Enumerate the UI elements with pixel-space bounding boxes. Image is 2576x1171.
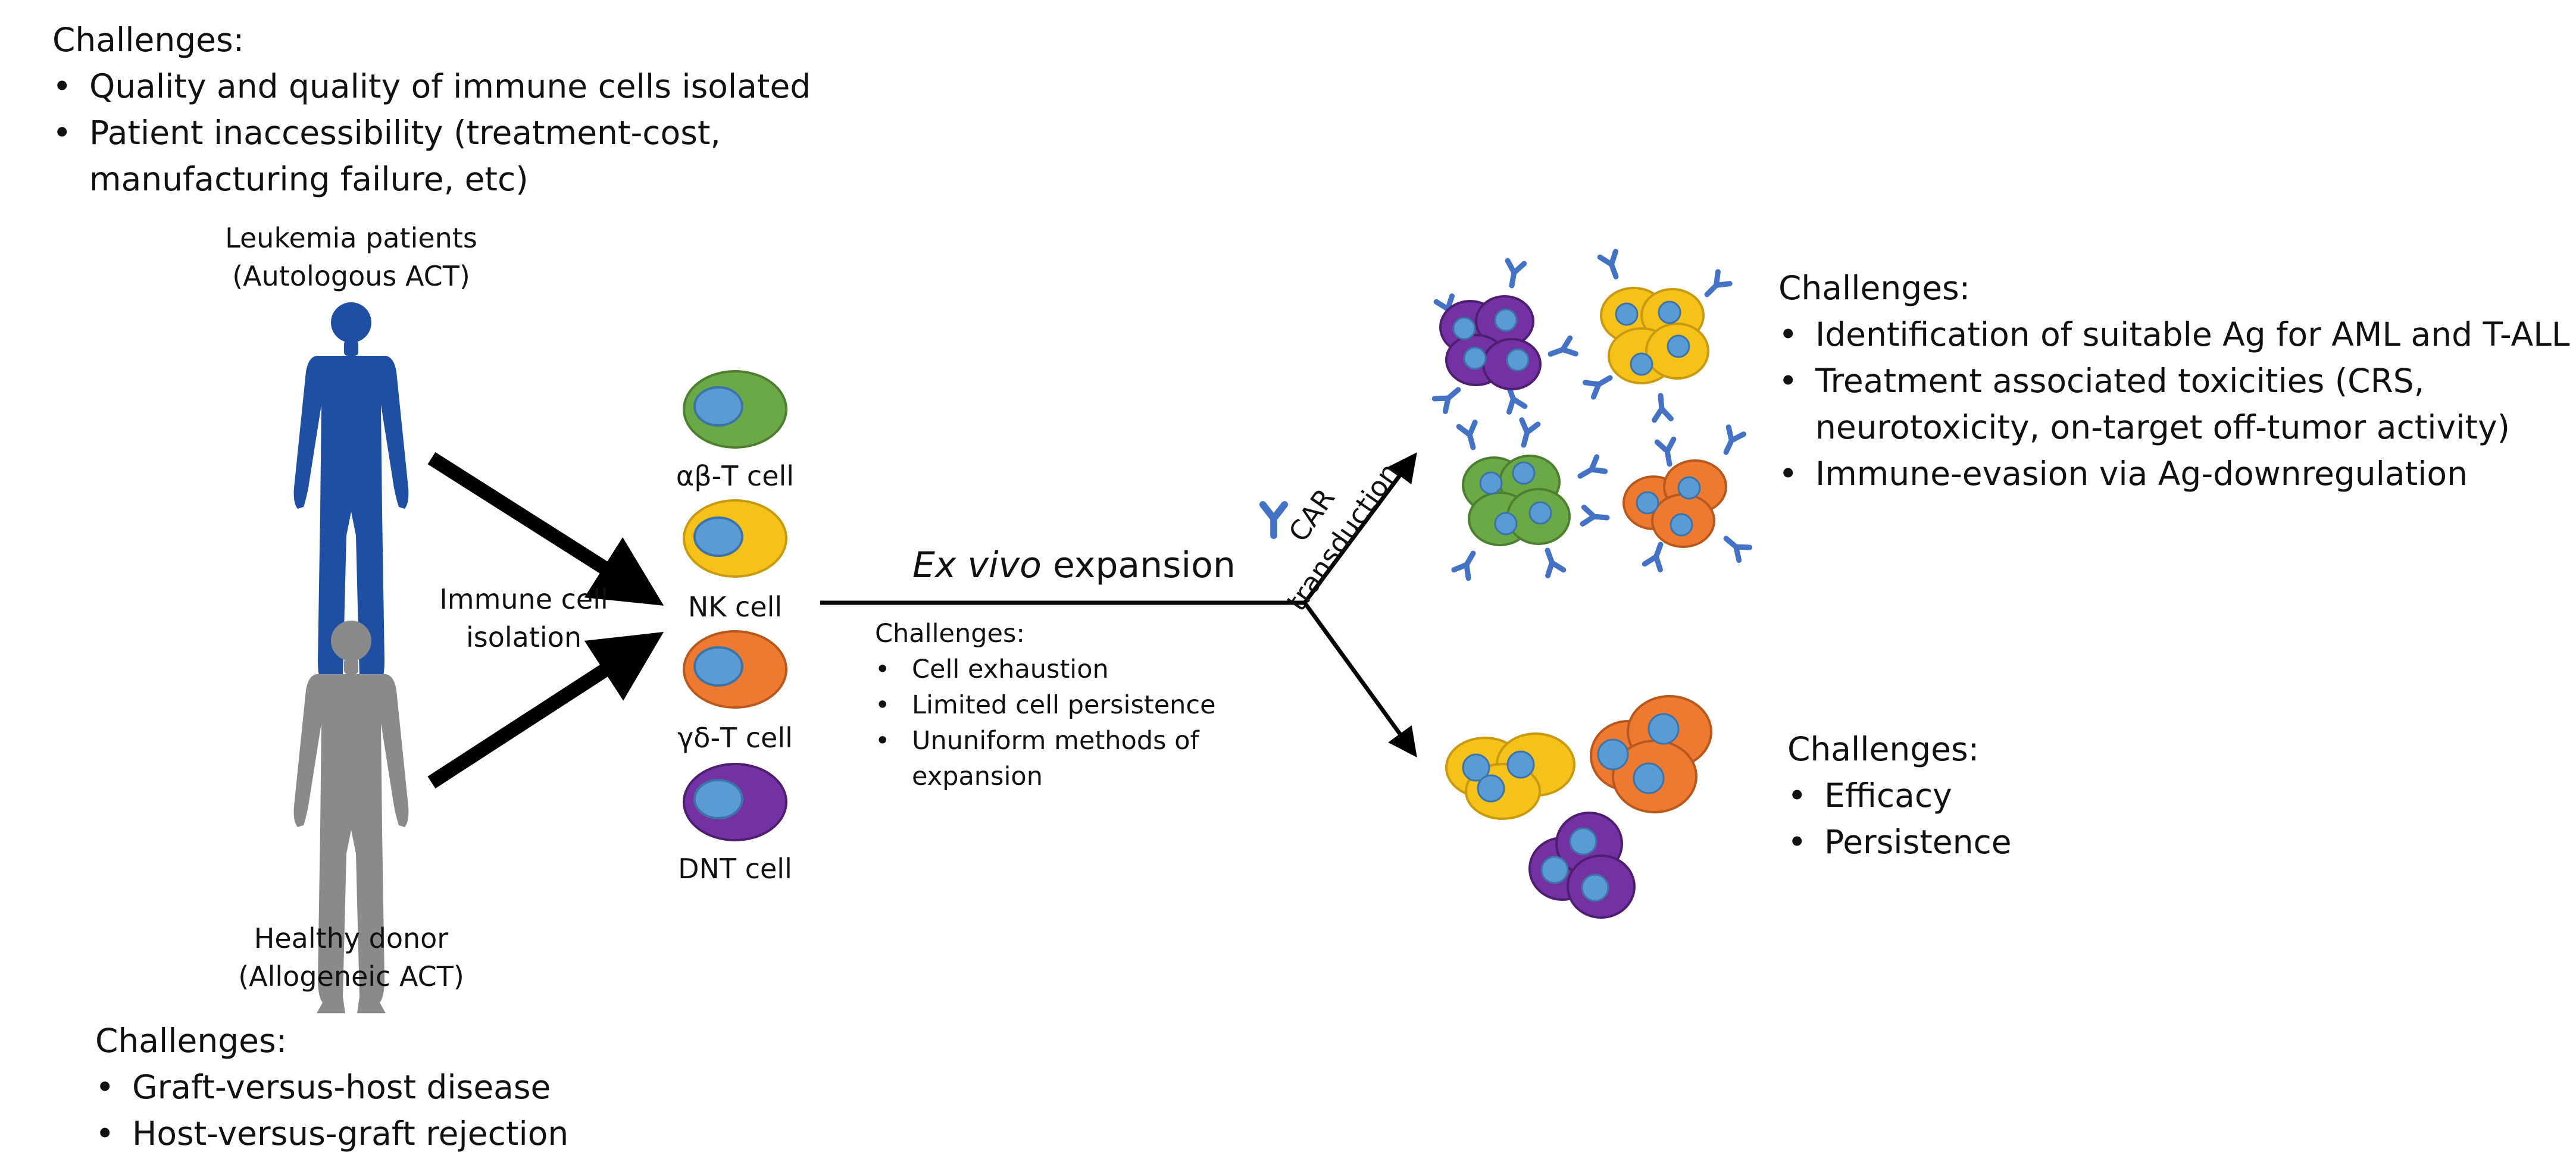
- bottom-right-challenges-heading: Challenges:: [1787, 730, 1980, 768]
- cell-label-gd-t: γδ-T cell: [677, 722, 793, 754]
- cell-label-ab-t: αβ-T cell: [676, 460, 795, 492]
- expansion-label: Ex vivo expansion: [912, 544, 1236, 586]
- non-car-branch-arrow: [1303, 601, 1417, 757]
- top-left-challenge-item: Patient inaccessibility (treatment-cost,: [52, 109, 811, 156]
- top-left-challenge-continuation: manufacturing failure, etc): [89, 160, 529, 198]
- bottom-right-challenge-item: Persistence: [1787, 819, 2012, 865]
- top-right-challenges-heading: Challenges:: [1778, 269, 1971, 307]
- ab-t-cell-icon: [683, 370, 787, 449]
- car-cluster-gd-t: [1583, 427, 1750, 570]
- top-right-challenge-item: Treatment associated toxicities (CRS,: [1778, 358, 2570, 404]
- bottom-right-challenges-list: Efficacy Persistence: [1787, 772, 2012, 865]
- gd-t-cell-icon: [683, 630, 787, 709]
- cluster-nk: [1445, 732, 1575, 820]
- car-cluster-nk: [1585, 252, 1730, 420]
- top-right-challenges-list: Identification of suitable Ag for AML an…: [1778, 311, 2570, 497]
- car-branch-arrow: [1303, 452, 1417, 605]
- bottom-left-challenges-list: Graft-versus-host disease Host-versus-gr…: [95, 1064, 568, 1157]
- patient-to-cells-arrow: [427, 452, 664, 606]
- donor-to-cells-arrow: [427, 631, 664, 789]
- cluster-gd-t: [1590, 695, 1712, 813]
- expansion-challenges-list: Cell exhaustion Limited cell persistence…: [875, 652, 1216, 794]
- top-right-challenge-continuation: neurotoxicity, on-target off-tumor activ…: [1815, 408, 2510, 446]
- cluster-dnt: [1528, 812, 1636, 919]
- expansion-challenge-item: Cell exhaustion: [875, 652, 1216, 687]
- bottom-left-challenge-item: Graft-versus-host disease: [95, 1064, 568, 1110]
- bottom-left-challenges-heading: Challenges:: [95, 1022, 287, 1060]
- expansion-challenge-item: Limited cell persistence: [875, 687, 1216, 723]
- donor-label: Healthy donor (Allogeneic ACT): [238, 922, 464, 992]
- expansion-challenge-item: Ununiform methods of: [875, 723, 1216, 759]
- top-left-challenges-list: Quality and quality of immune cells isol…: [52, 63, 811, 202]
- top-left-challenges-heading: Challenges:: [52, 21, 245, 59]
- top-left-challenge-item: Quality and quality of immune cells isol…: [52, 63, 811, 109]
- car-cluster-dnt: [1434, 261, 1575, 412]
- patient-label: Leukemia patients (Autologous ACT): [225, 222, 477, 292]
- top-right-challenge-item: Identification of suitable Ag for AML an…: [1778, 311, 2570, 358]
- dnt-cell-icon: [683, 763, 787, 841]
- expansion-challenge-continuation: expansion: [912, 762, 1043, 791]
- nk-cell-icon: [683, 499, 787, 578]
- cell-label-dnt: DNT cell: [678, 853, 792, 885]
- bottom-left-challenge-item: Host-versus-graft rejection: [95, 1110, 568, 1157]
- car-cluster-ab-t: [1454, 420, 1605, 578]
- cell-label-nk: NK cell: [687, 591, 783, 623]
- expansion-challenges-heading: Challenges:: [875, 619, 1025, 649]
- isolation-label: Immune cell isolation: [439, 583, 608, 653]
- bottom-right-challenge-item: Efficacy: [1787, 772, 2012, 819]
- top-right-challenge-item: Immune-evasion via Ag-downregulation: [1778, 450, 2570, 497]
